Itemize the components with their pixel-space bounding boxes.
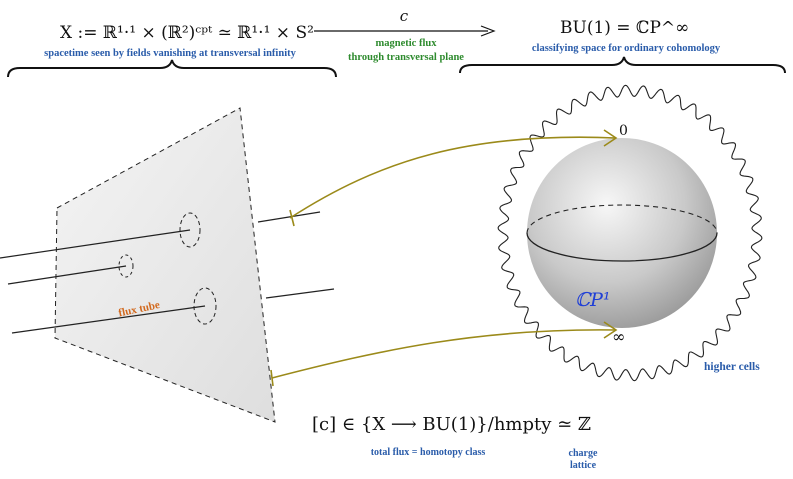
flux-lines <box>0 211 335 334</box>
transversal-plane: flux tube <box>54 107 276 423</box>
top-arrow-block: c magnetic flux through transversal plan… <box>314 7 496 63</box>
equator-front <box>526 232 718 262</box>
flux-line-2 <box>7 265 127 285</box>
flux-line-3 <box>11 305 206 334</box>
plane-surface <box>54 107 276 423</box>
spacetime-caption: spacetime seen by fields vanishing at tr… <box>44 48 296 59</box>
top-arrow-head <box>480 25 496 37</box>
map-arrow-bottom <box>271 329 617 379</box>
flux-line-5 <box>265 288 335 299</box>
classifying-formula: BU(1) = ℂP^∞ <box>560 18 689 38</box>
cp1-label: ℂP¹ <box>575 289 611 311</box>
sphere-cp1: 0 ∞ ℂP¹ <box>526 123 718 346</box>
tube-section-2 <box>118 254 134 278</box>
flux-caption-2: through transversal plane <box>348 52 464 63</box>
higher-cells-caption: higher cells <box>704 361 760 373</box>
charge-caption-2: lattice <box>570 460 597 471</box>
sphere-body <box>527 138 717 328</box>
top-left-block: X := ℝ¹·¹ × (ℝ²)ᶜᵖᵗ ≃ ℝ¹·¹ × S² spacetim… <box>7 23 337 78</box>
right-brace <box>459 56 786 74</box>
point-zero: 0 <box>619 123 628 139</box>
map-arrow-top <box>289 136 617 219</box>
map-arrow-top-tail <box>289 209 295 227</box>
flux-line-1 <box>0 229 191 259</box>
classifying-caption: classifying space for ordinary cohomolog… <box>532 43 721 54</box>
map-arrow-bottom-tail <box>270 369 274 387</box>
point-infinity: ∞ <box>612 327 625 346</box>
spacetime-formula: X := ℝ¹·¹ × (ℝ²)ᶜᵖᵗ ≃ ℝ¹·¹ × S² <box>60 23 314 43</box>
top-right-block: BU(1) = ℂP^∞ classifying space for ordin… <box>459 18 786 74</box>
left-brace <box>7 59 337 78</box>
map-arrow-top-head <box>603 129 618 147</box>
map-arrow-bottom-head <box>603 321 618 339</box>
charge-caption-1: charge <box>569 448 598 459</box>
arrow-label-c: c <box>400 7 409 25</box>
tube-section-3 <box>193 287 217 325</box>
homotopy-caption: total flux = homotopy class <box>371 447 486 458</box>
equator-back <box>526 204 718 234</box>
flux-line-4 <box>257 211 321 223</box>
homotopy-formula: [c] ∈ {X ⟶ BU(1)}/hmpty ≃ ℤ <box>312 414 591 435</box>
higher-cells-boundary <box>497 84 763 382</box>
flux-caption-1: magnetic flux <box>376 38 438 49</box>
tube-section-1 <box>179 212 201 248</box>
bottom-block: [c] ∈ {X ⟶ BU(1)}/hmpty ≃ ℤ total flux =… <box>312 414 598 471</box>
map-arrows <box>270 129 618 387</box>
